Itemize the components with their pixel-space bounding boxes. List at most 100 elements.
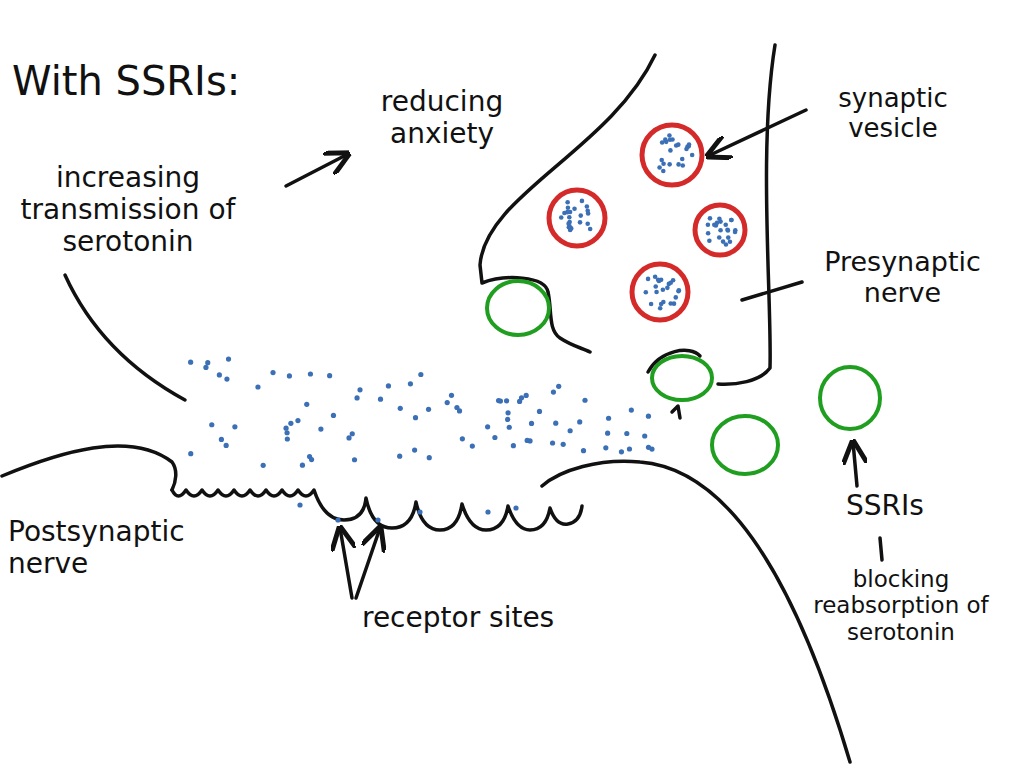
serotonin-dot: [511, 443, 516, 448]
serotonin-dot: [284, 430, 289, 435]
serotonin-dot: [507, 425, 512, 430]
serotonin-dot: [676, 162, 681, 167]
arrow: [340, 528, 352, 598]
serotonin-dot: [664, 140, 669, 145]
ssri-molecule: [652, 356, 712, 400]
serotonin-dot: [725, 228, 730, 233]
annotation-label: increasing transmission of serotonin: [8, 162, 248, 259]
serotonin-dot: [588, 227, 593, 232]
serotonin-dot: [646, 414, 651, 419]
serotonin-dot: [378, 397, 383, 402]
serotonin-dot: [673, 295, 678, 300]
serotonin-dot: [661, 169, 666, 174]
serotonin-dot: [642, 433, 647, 438]
serotonin-dot: [203, 365, 208, 370]
serotonin-dot: [728, 239, 733, 244]
serotonin-dot: [729, 218, 734, 223]
serotonin-dot: [646, 445, 651, 450]
serotonin-dot: [733, 230, 738, 235]
serotonin-dot: [668, 280, 673, 285]
serotonin-dot: [261, 463, 266, 468]
serotonin-dot: [460, 436, 465, 441]
serotonin-dot: [658, 306, 663, 311]
serotonin-dot: [706, 231, 711, 236]
serotonin-dot: [668, 301, 673, 306]
serotonin-dot: [706, 222, 711, 227]
serotonin-dot: [454, 405, 459, 410]
serotonin-dot: [398, 406, 403, 411]
serotonin-dot: [304, 402, 309, 407]
serotonin-dot: [624, 431, 629, 436]
serotonin-dot: [690, 153, 695, 158]
serotonin-dot: [726, 228, 731, 233]
annotation-label: blocking reabsorption of serotonin: [786, 566, 1016, 645]
serotonin-dot: [417, 509, 422, 514]
serotonin-dot: [684, 147, 689, 152]
serotonin-dot: [565, 200, 570, 205]
serotonin-dot: [687, 142, 692, 147]
serotonin-dot: [496, 398, 501, 403]
serotonin-dot: [561, 442, 566, 447]
serotonin-dot: [357, 387, 362, 392]
serotonin-dot: [219, 437, 224, 442]
serotonin-dot: [327, 373, 332, 378]
serotonin-dot: [661, 287, 666, 292]
synaptic-vesicle: [632, 264, 688, 320]
postsynaptic-membrane: [542, 461, 850, 762]
serotonin-dot: [568, 428, 573, 433]
serotonin-dot: [677, 288, 682, 293]
serotonin-dot: [670, 137, 675, 142]
serotonin-dot: [485, 424, 490, 429]
serotonin-dot: [188, 360, 193, 365]
serotonin-dot: [721, 239, 726, 244]
serotonin-dot: [209, 422, 214, 427]
serotonin-dot: [505, 410, 510, 415]
serotonin-dot: [331, 413, 336, 418]
serotonin-dot: [644, 290, 649, 295]
serotonin-dot: [665, 286, 670, 291]
serotonin-dot: [606, 416, 611, 421]
serotonin-dot: [707, 238, 712, 243]
serotonin-dot: [397, 454, 402, 459]
serotonin-dot: [505, 417, 510, 422]
serotonin-dot: [297, 502, 302, 507]
serotonin-dot: [581, 448, 586, 453]
serotonin-dot: [717, 217, 722, 222]
ssri-molecule: [487, 281, 549, 335]
serotonin-dot: [715, 220, 720, 225]
arrow: [708, 110, 806, 156]
serotonin-dot: [205, 360, 210, 365]
serotonin-dot: [426, 407, 431, 412]
serotonin-dot: [723, 222, 728, 227]
serotonin-dot: [603, 445, 608, 450]
leader-line: [65, 275, 185, 400]
serotonin-dot: [569, 226, 574, 231]
serotonin-dot: [445, 400, 450, 405]
serotonin-dot: [285, 436, 290, 441]
presynaptic-membrane: [480, 55, 655, 352]
serotonin-dot: [217, 372, 222, 377]
serotonin-dot: [605, 431, 610, 436]
serotonin-dot: [386, 383, 391, 388]
leader-line: [880, 538, 882, 560]
serotonin-dot: [504, 398, 509, 403]
serotonin-dot: [661, 300, 666, 305]
serotonin-dot: [375, 517, 380, 522]
serotonin-dot: [577, 419, 582, 424]
postsynaptic-membrane: [2, 446, 176, 490]
synaptic-vesicle: [695, 205, 745, 255]
serotonin-dot: [619, 449, 624, 454]
serotonin-dot: [188, 451, 193, 456]
serotonin-dot: [300, 463, 305, 468]
serotonin-dot: [224, 376, 229, 381]
synaptic-vesicle: [642, 125, 702, 185]
serotonin-dot: [556, 384, 561, 389]
serotonin-dot: [578, 220, 583, 225]
serotonin-dot: [580, 199, 585, 204]
serotonin-dot: [354, 395, 359, 400]
serotonin-dot: [654, 290, 659, 295]
serotonin-dot: [726, 235, 731, 240]
serotonin-dot: [470, 443, 475, 448]
serotonin-dot: [578, 213, 583, 218]
